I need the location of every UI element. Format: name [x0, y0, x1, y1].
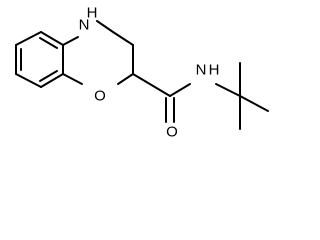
atom-label-amide-nitrogen: N [196, 62, 207, 79]
bond-benzene-inner-2 [39, 37, 58, 49]
bond-benzene-4 [15, 73, 42, 88]
atom-label-ring-oxygen: O [94, 88, 106, 105]
bond-benzene-6 [15, 31, 42, 46]
benzene-ring [15, 31, 64, 88]
carboxamide-group [132, 73, 241, 123]
bond-c1-o [117, 73, 134, 85]
tert-butyl-group [239, 62, 269, 130]
atom-label-amide-hydrogen: H [209, 62, 220, 79]
atom-label-ring-nitrogen-hydrogen: H [87, 5, 98, 22]
bond-carbonyl-n [169, 83, 191, 97]
bond-benzene-3 [40, 73, 64, 88]
structure-diagram: N H O O N H [15, 5, 269, 141]
bond-tbutyl-methyl-right [239, 95, 269, 112]
atom-label-carbonyl-oxygen: O [166, 124, 178, 141]
bond-o-c8a [62, 73, 83, 85]
bond-c3-c2 [112, 31, 134, 46]
bond-benzene-1 [40, 31, 64, 46]
oxazine-ring [62, 20, 134, 85]
bond-c2-carbonyl [132, 73, 171, 97]
bond-c4a-n [62, 36, 79, 46]
atom-label-ring-nitrogen: N [79, 17, 90, 34]
bond-n-c3 [96, 20, 114, 33]
bond-benzene-inner-3 [39, 70, 58, 82]
bond-n-tbutyl [215, 83, 241, 97]
